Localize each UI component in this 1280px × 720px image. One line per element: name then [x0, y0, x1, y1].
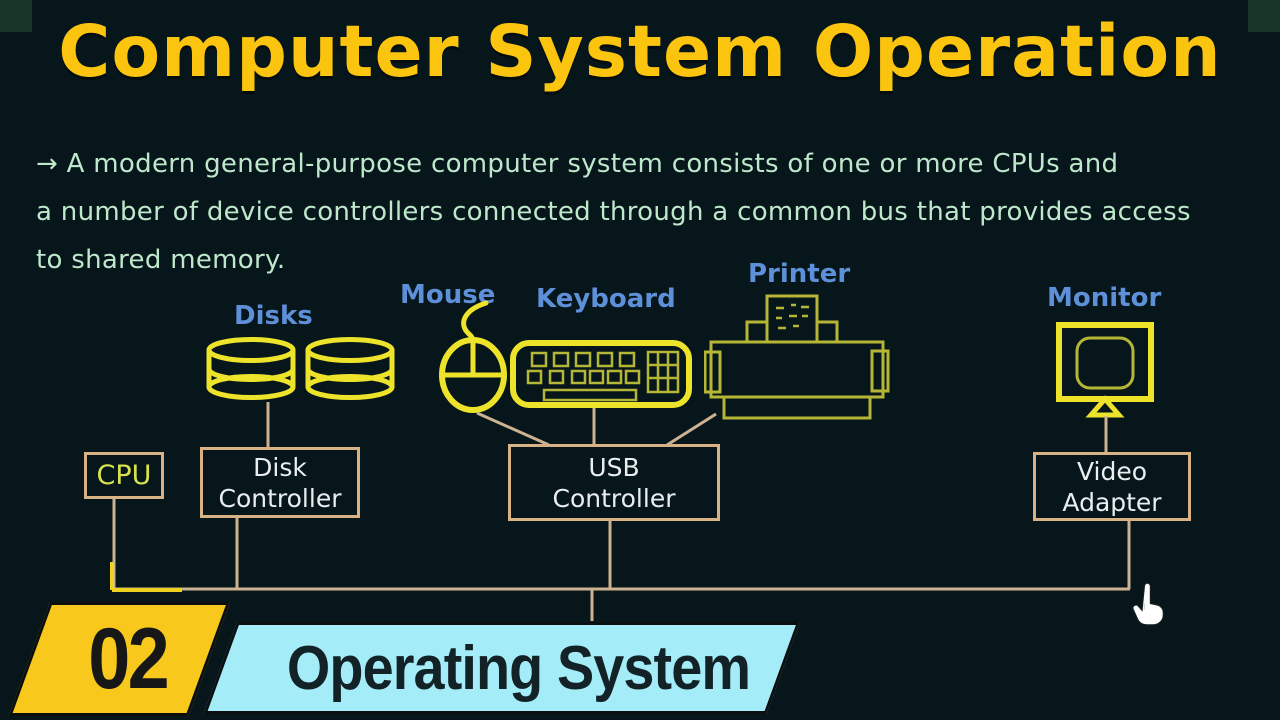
- printer-label: Printer: [748, 259, 851, 289]
- disk-controller-box: Disk Controller: [200, 447, 360, 518]
- corner-accent-top-right: [1248, 0, 1280, 32]
- corner-accent-top-left: [0, 0, 32, 32]
- video-adapter-label-line1: Video: [1076, 456, 1148, 486]
- monitor-label: Monitor: [1047, 283, 1162, 313]
- hand-cursor-icon: [1132, 582, 1164, 626]
- cpu-box-label: CPU: [96, 460, 152, 491]
- paragraph-line-3: to shared memory.: [36, 245, 286, 275]
- subject-banner-text: Operating System: [286, 633, 751, 703]
- disk-cylinders-icon: [206, 337, 395, 400]
- video-adapter-label-line2: Adapter: [1062, 487, 1162, 517]
- definition-paragraph: → A modern general-purpose computer syst…: [36, 140, 1256, 284]
- disks-label: Disks: [234, 301, 313, 331]
- lesson-number-text: 02: [88, 610, 170, 707]
- video-adapter-box: Video Adapter: [1033, 452, 1191, 521]
- cpu-box: CPU: [84, 452, 164, 499]
- usb-controller-label-line2: Controller: [552, 483, 676, 513]
- subject-banner: Operating System: [203, 622, 800, 714]
- disk-controller-label-line2: Controller: [218, 483, 342, 513]
- paragraph-line-2: a number of device controllers connected…: [36, 197, 1191, 227]
- usb-controller-box: USB Controller: [508, 444, 720, 521]
- mouse-icon: [439, 300, 507, 413]
- paragraph-line-1: → A modern general-purpose computer syst…: [36, 149, 1119, 179]
- page-title: Computer System Operation: [58, 10, 1222, 93]
- keyboard-label: Keyboard: [536, 284, 676, 314]
- keyboard-icon: [510, 340, 692, 408]
- monitor-icon: [1056, 322, 1154, 418]
- lesson-number-badge: 02: [8, 602, 231, 716]
- mouse-to-usb-line: [476, 411, 550, 447]
- printer-icon: [704, 294, 890, 420]
- bus-yellow-corner: [110, 562, 182, 592]
- disk-controller-label-line1: Disk: [253, 452, 307, 482]
- usb-controller-label-line1: USB: [588, 452, 640, 482]
